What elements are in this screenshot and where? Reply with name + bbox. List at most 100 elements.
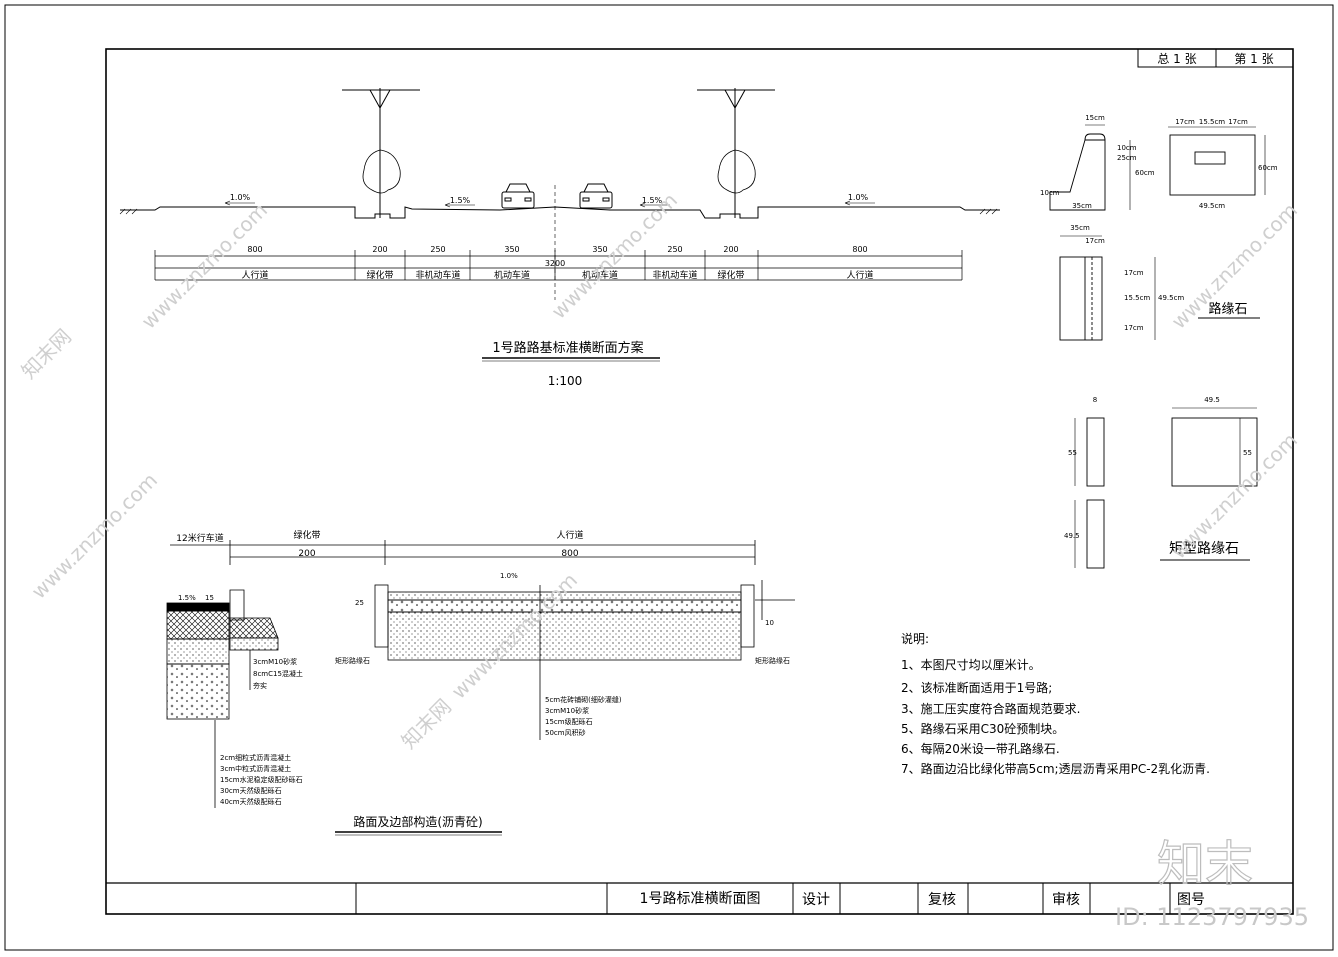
rect-curb-label: 矩型路缘石 xyxy=(1169,541,1239,557)
svg-text:60cm: 60cm xyxy=(1135,169,1155,177)
note-item: 3、施工压实度符合路面规范要求. xyxy=(901,701,1080,716)
note-item: 5、路缘石采用C30砼预制块。 xyxy=(901,721,1064,736)
svg-text:绿化带: 绿化带 xyxy=(717,269,744,281)
svg-text:17cm: 17cm xyxy=(1175,118,1195,126)
svg-text:人行道: 人行道 xyxy=(556,529,583,541)
svg-text:40cm天然级配砾石: 40cm天然级配砾石 xyxy=(220,797,282,806)
svg-text:夯实: 夯实 xyxy=(253,681,267,690)
svg-text:17cm: 17cm xyxy=(1085,237,1105,245)
svg-text:机动车道: 机动车道 xyxy=(582,269,618,281)
svg-text:49.5cm: 49.5cm xyxy=(1199,202,1225,210)
watermark-id: ID: 1123797935 xyxy=(1115,903,1309,931)
detail-title: 路面及边部构造(沥青砼) xyxy=(353,814,482,829)
svg-text:10cm: 10cm xyxy=(1117,144,1137,152)
title-block-text: 1号路标准横断面图 设计 复核 审核 图号 xyxy=(640,891,1205,908)
svg-text:15: 15 xyxy=(205,594,214,602)
svg-text:350: 350 xyxy=(592,245,607,254)
svg-text:8: 8 xyxy=(1093,396,1097,404)
svg-text:1.5%: 1.5% xyxy=(178,594,196,602)
svg-text:49.5: 49.5 xyxy=(1064,532,1080,540)
svg-text:49.5cm: 49.5cm xyxy=(1158,294,1184,302)
sheet-counter: 总 1 张 第 1 张 xyxy=(1137,48,1294,68)
drawing-no-label: 图号 xyxy=(1177,892,1205,908)
slope-labels: 1.0% 1.5% 1.5% 1.0% xyxy=(230,193,869,205)
curb-dims: 15cm 25cm 10cm 60cm 10cm 35cm 17cm 15.5c… xyxy=(1040,114,1278,332)
svg-text:www.znzmo.com: www.znzmo.com xyxy=(27,468,163,604)
svg-text:800: 800 xyxy=(561,549,578,559)
design-label: 设计 xyxy=(802,892,830,908)
sheet-page: 第 1 张 xyxy=(1234,52,1273,66)
svg-text:49.5: 49.5 xyxy=(1204,396,1220,404)
svg-text:绿化带: 绿化带 xyxy=(366,269,393,281)
watermark-logo: 知末 xyxy=(1157,836,1253,892)
svg-text:15.5cm: 15.5cm xyxy=(1124,294,1150,302)
svg-text:矩形路缘石: 矩形路缘石 xyxy=(755,656,790,665)
svg-text:50cm风积砂: 50cm风积砂 xyxy=(545,728,586,737)
svg-text:15.5cm: 15.5cm xyxy=(1199,118,1225,126)
detail-small-labels: 1.5% 1.0% 15 25 10 矩形路缘石 矩形路缘石 3cmM10砂浆 … xyxy=(178,572,790,806)
svg-text:350: 350 xyxy=(504,245,519,254)
note-item: 1、本图尺寸均以厘米计。 xyxy=(901,658,1041,672)
svg-text:1.0%: 1.0% xyxy=(848,193,869,202)
rect-curb-dims: 8 55 49.5 55 49.5 xyxy=(1064,396,1252,540)
road-cross-section xyxy=(119,88,1000,300)
svg-text:1.0%: 1.0% xyxy=(500,572,518,580)
section-zones: 人行道 绿化带 非机动车道 机动车道 机动车道 非机动车道 绿化带 人行道 xyxy=(241,269,873,281)
svg-text:8cmC15混凝土: 8cmC15混凝土 xyxy=(253,669,303,678)
svg-text:12米行车道: 12米行车道 xyxy=(176,532,223,544)
svg-text:绿化带: 绿化带 xyxy=(293,529,320,541)
svg-text:25cm: 25cm xyxy=(1117,154,1137,162)
svg-text:1.5%: 1.5% xyxy=(642,196,663,205)
title-block xyxy=(106,882,1293,914)
notes: 说明: 1、本图尺寸均以厘米计。 2、该标准断面适用于1号路; 3、施工压实度符… xyxy=(901,631,1210,776)
check-label: 复核 xyxy=(928,891,956,908)
svg-text:250: 250 xyxy=(667,245,682,254)
svg-text:1.0%: 1.0% xyxy=(230,193,251,202)
section-dims: 800 200 250 350 350 250 200 800 3200 xyxy=(247,245,867,268)
sheet-total: 总 1 张 xyxy=(1157,52,1196,66)
svg-text:10cm: 10cm xyxy=(1040,189,1060,197)
svg-text:60cm: 60cm xyxy=(1258,164,1278,172)
svg-text:矩形路缘石: 矩形路缘石 xyxy=(335,656,370,665)
section-scale: 1:100 xyxy=(548,374,583,388)
svg-text:知末网: 知末网 xyxy=(17,324,76,383)
note-item: 7、路面边沿比绿化带高5cm;透层沥青采用PC-2乳化沥青. xyxy=(901,761,1210,776)
svg-text:800: 800 xyxy=(247,245,262,254)
svg-text:人行道: 人行道 xyxy=(241,269,268,281)
svg-text:800: 800 xyxy=(852,245,867,254)
svg-text:15cm级配砾石: 15cm级配砾石 xyxy=(545,717,593,726)
section-title: 1号路路基标准横断面方案 xyxy=(492,340,643,356)
svg-text:2cm细粒式沥青混凝土: 2cm细粒式沥青混凝土 xyxy=(220,753,291,762)
svg-text:10: 10 xyxy=(765,619,774,627)
svg-text:非机动车道: 非机动车道 xyxy=(415,269,460,281)
car-icon-left xyxy=(501,183,535,209)
pavement-detail xyxy=(166,540,795,808)
svg-text:35cm: 35cm xyxy=(1072,202,1092,210)
svg-text:3cm中粒式沥青混凝土: 3cm中粒式沥青混凝土 xyxy=(220,764,291,773)
note-item: 2、该标准断面适用于1号路; xyxy=(901,680,1052,695)
svg-text:机动车道: 机动车道 xyxy=(494,269,530,281)
svg-text:17cm: 17cm xyxy=(1228,118,1248,126)
svg-text:人行道: 人行道 xyxy=(846,269,873,281)
svg-text:55: 55 xyxy=(1068,449,1077,457)
svg-text:200: 200 xyxy=(372,245,387,254)
car-icon-right xyxy=(579,183,613,209)
svg-text:知末网: 知末网 xyxy=(397,694,456,753)
svg-text:30cm天然级配砾石: 30cm天然级配砾石 xyxy=(220,786,282,795)
svg-text:非机动车道: 非机动车道 xyxy=(652,269,697,281)
svg-text:200: 200 xyxy=(298,549,315,559)
review-label: 审核 xyxy=(1052,892,1080,908)
detail-labels: 12米行车道 绿化带 人行道 200 800 xyxy=(176,529,583,559)
svg-text:1.5%: 1.5% xyxy=(450,196,471,205)
note-item: 6、每隔20米设一带孔路缘石. xyxy=(901,741,1060,756)
svg-text:17cm: 17cm xyxy=(1124,269,1144,277)
drawing-name: 1号路标准横断面图 xyxy=(640,891,761,907)
curb-detail xyxy=(1049,124,1266,569)
svg-text:15cm水泥稳定级配砂砾石: 15cm水泥稳定级配砂砾石 xyxy=(220,775,303,784)
curb-label: 路缘石 xyxy=(1208,301,1247,317)
svg-text:3200: 3200 xyxy=(545,259,565,268)
svg-text:35cm: 35cm xyxy=(1070,224,1090,232)
svg-text:250: 250 xyxy=(430,245,445,254)
notes-heading: 说明: xyxy=(901,631,929,646)
